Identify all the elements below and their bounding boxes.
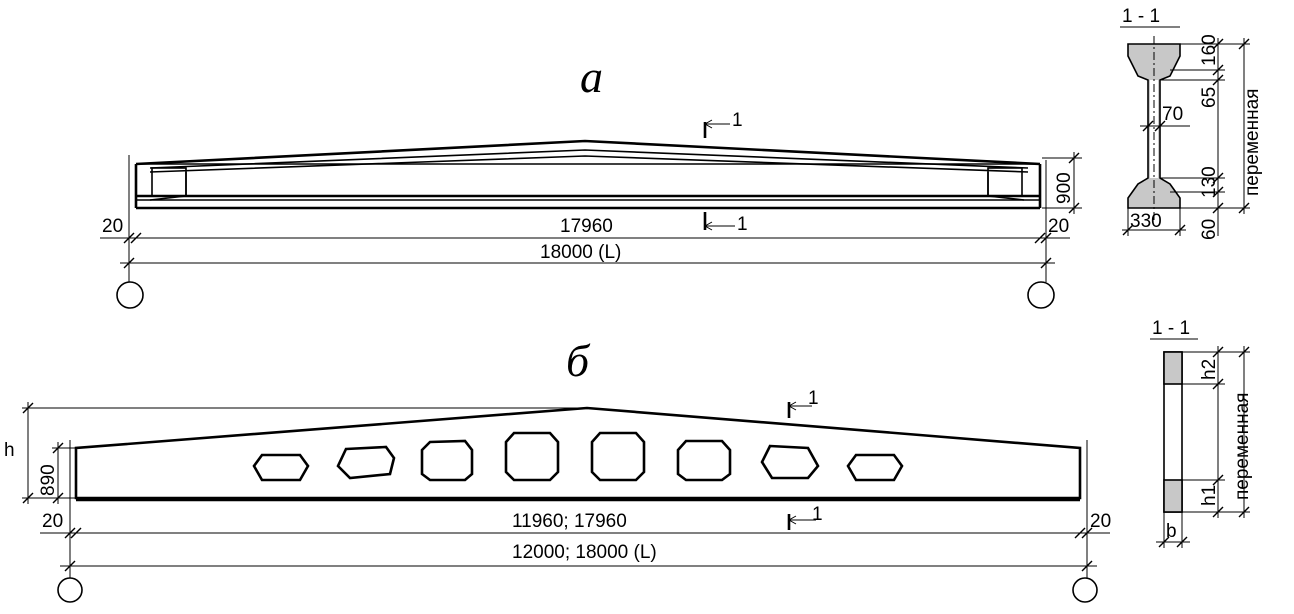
bottom-beam-body bbox=[74, 406, 1082, 500]
bottom-section-title: 1 - 1 bbox=[1152, 318, 1190, 339]
web-opening-7 bbox=[760, 444, 820, 480]
top-dim-end-height: 900 bbox=[1054, 172, 1075, 204]
dim-b: b bbox=[1166, 521, 1177, 542]
bottom-dim-end-height: 890 bbox=[38, 464, 59, 496]
bottom-section-marker-upper: 1 bbox=[787, 388, 819, 418]
top-section-height-label: переменная bbox=[1242, 89, 1263, 196]
top-chord-outer bbox=[135, 139, 1041, 166]
bottom-left-support-circle bbox=[57, 577, 83, 603]
bottom-dim-inner-span: 11960; 17960 bbox=[512, 511, 627, 532]
web-opening-1 bbox=[252, 453, 310, 482]
top-cross-section: 1 - 1 160 65 130 60 переменная 70 bbox=[1120, 6, 1263, 240]
bottom-section-marker-lower: 1 bbox=[787, 504, 823, 530]
top-dim-left-offset: 20 bbox=[102, 216, 123, 237]
dim-taper-bottom: 130 bbox=[1199, 166, 1220, 198]
top-marker-upper-label: 1 bbox=[732, 110, 743, 131]
rect-section-top-chord bbox=[1163, 351, 1183, 385]
bottom-cross-section: 1 - 1 h2 h1 переменная b bbox=[1150, 318, 1253, 548]
web-opening-5 bbox=[590, 431, 646, 482]
bottom-right-support-circle bbox=[1072, 577, 1098, 603]
web-opening-3 bbox=[420, 439, 474, 482]
top-supports bbox=[116, 262, 1055, 309]
web-opening-2 bbox=[336, 445, 396, 480]
bottom-supports bbox=[57, 566, 1098, 603]
web-opening-4 bbox=[504, 431, 560, 482]
top-marker-lower-label: 1 bbox=[737, 214, 748, 235]
dim-h2: h2 bbox=[1199, 359, 1220, 380]
top-chord-inner-1 bbox=[149, 149, 1029, 169]
web-opening-8 bbox=[846, 453, 904, 482]
bottom-drawing-label: б bbox=[566, 335, 591, 386]
dim-flange-top: 160 bbox=[1199, 34, 1220, 66]
web-opening-6 bbox=[676, 439, 732, 482]
top-dim-full-span: 18000 (L) bbox=[540, 242, 621, 263]
dim-taper-top: 65 bbox=[1199, 87, 1220, 108]
top-beam-outline bbox=[134, 139, 1042, 210]
top-dim-inner-span: 17960 bbox=[560, 216, 613, 237]
top-left-haunch bbox=[149, 172, 187, 201]
bottom-dim-left-offset: 20 bbox=[42, 511, 63, 532]
dim-h1: h1 bbox=[1199, 485, 1220, 506]
bottom-dimensions: h 890 20 20 11960; 17960 12000; 18000 (L… bbox=[4, 402, 1111, 572]
top-section-title: 1 - 1 bbox=[1122, 6, 1160, 27]
rect-section-bottom-chord bbox=[1163, 479, 1183, 513]
top-left-support-circle bbox=[116, 281, 144, 309]
bottom-dim-right-offset: 20 bbox=[1090, 511, 1111, 532]
bottom-beam-drawing: б 1 1 bbox=[4, 335, 1111, 603]
dim-flange-bottom: 60 bbox=[1199, 219, 1220, 240]
top-right-support-circle bbox=[1027, 281, 1055, 309]
top-beam-drawing: а 1 1 bbox=[100, 51, 1082, 309]
bottom-section-height-label: переменная bbox=[1232, 393, 1253, 500]
top-drawing-label: а bbox=[580, 51, 603, 102]
top-section-marker-upper: 1 bbox=[703, 110, 743, 138]
top-dim-right-offset: 20 bbox=[1048, 216, 1069, 237]
bottom-dim-full-span: 12000; 18000 (L) bbox=[512, 542, 657, 563]
bottom-marker-lower-label: 1 bbox=[812, 504, 823, 525]
dim-width: 330 bbox=[1130, 211, 1162, 232]
bottom-dim-total-height: h bbox=[4, 440, 15, 461]
top-dimensions: 20 20 17960 18000 (L) 900 bbox=[100, 152, 1082, 269]
dim-web: 70 bbox=[1162, 104, 1183, 125]
bottom-marker-upper-label: 1 bbox=[808, 388, 819, 409]
top-chord-inner-2 bbox=[149, 155, 1029, 173]
bottom-beam-outline bbox=[74, 406, 1082, 502]
bottom-beam-openings bbox=[252, 431, 904, 482]
top-section-marker-lower: 1 bbox=[703, 212, 748, 235]
top-right-haunch bbox=[987, 172, 1025, 201]
